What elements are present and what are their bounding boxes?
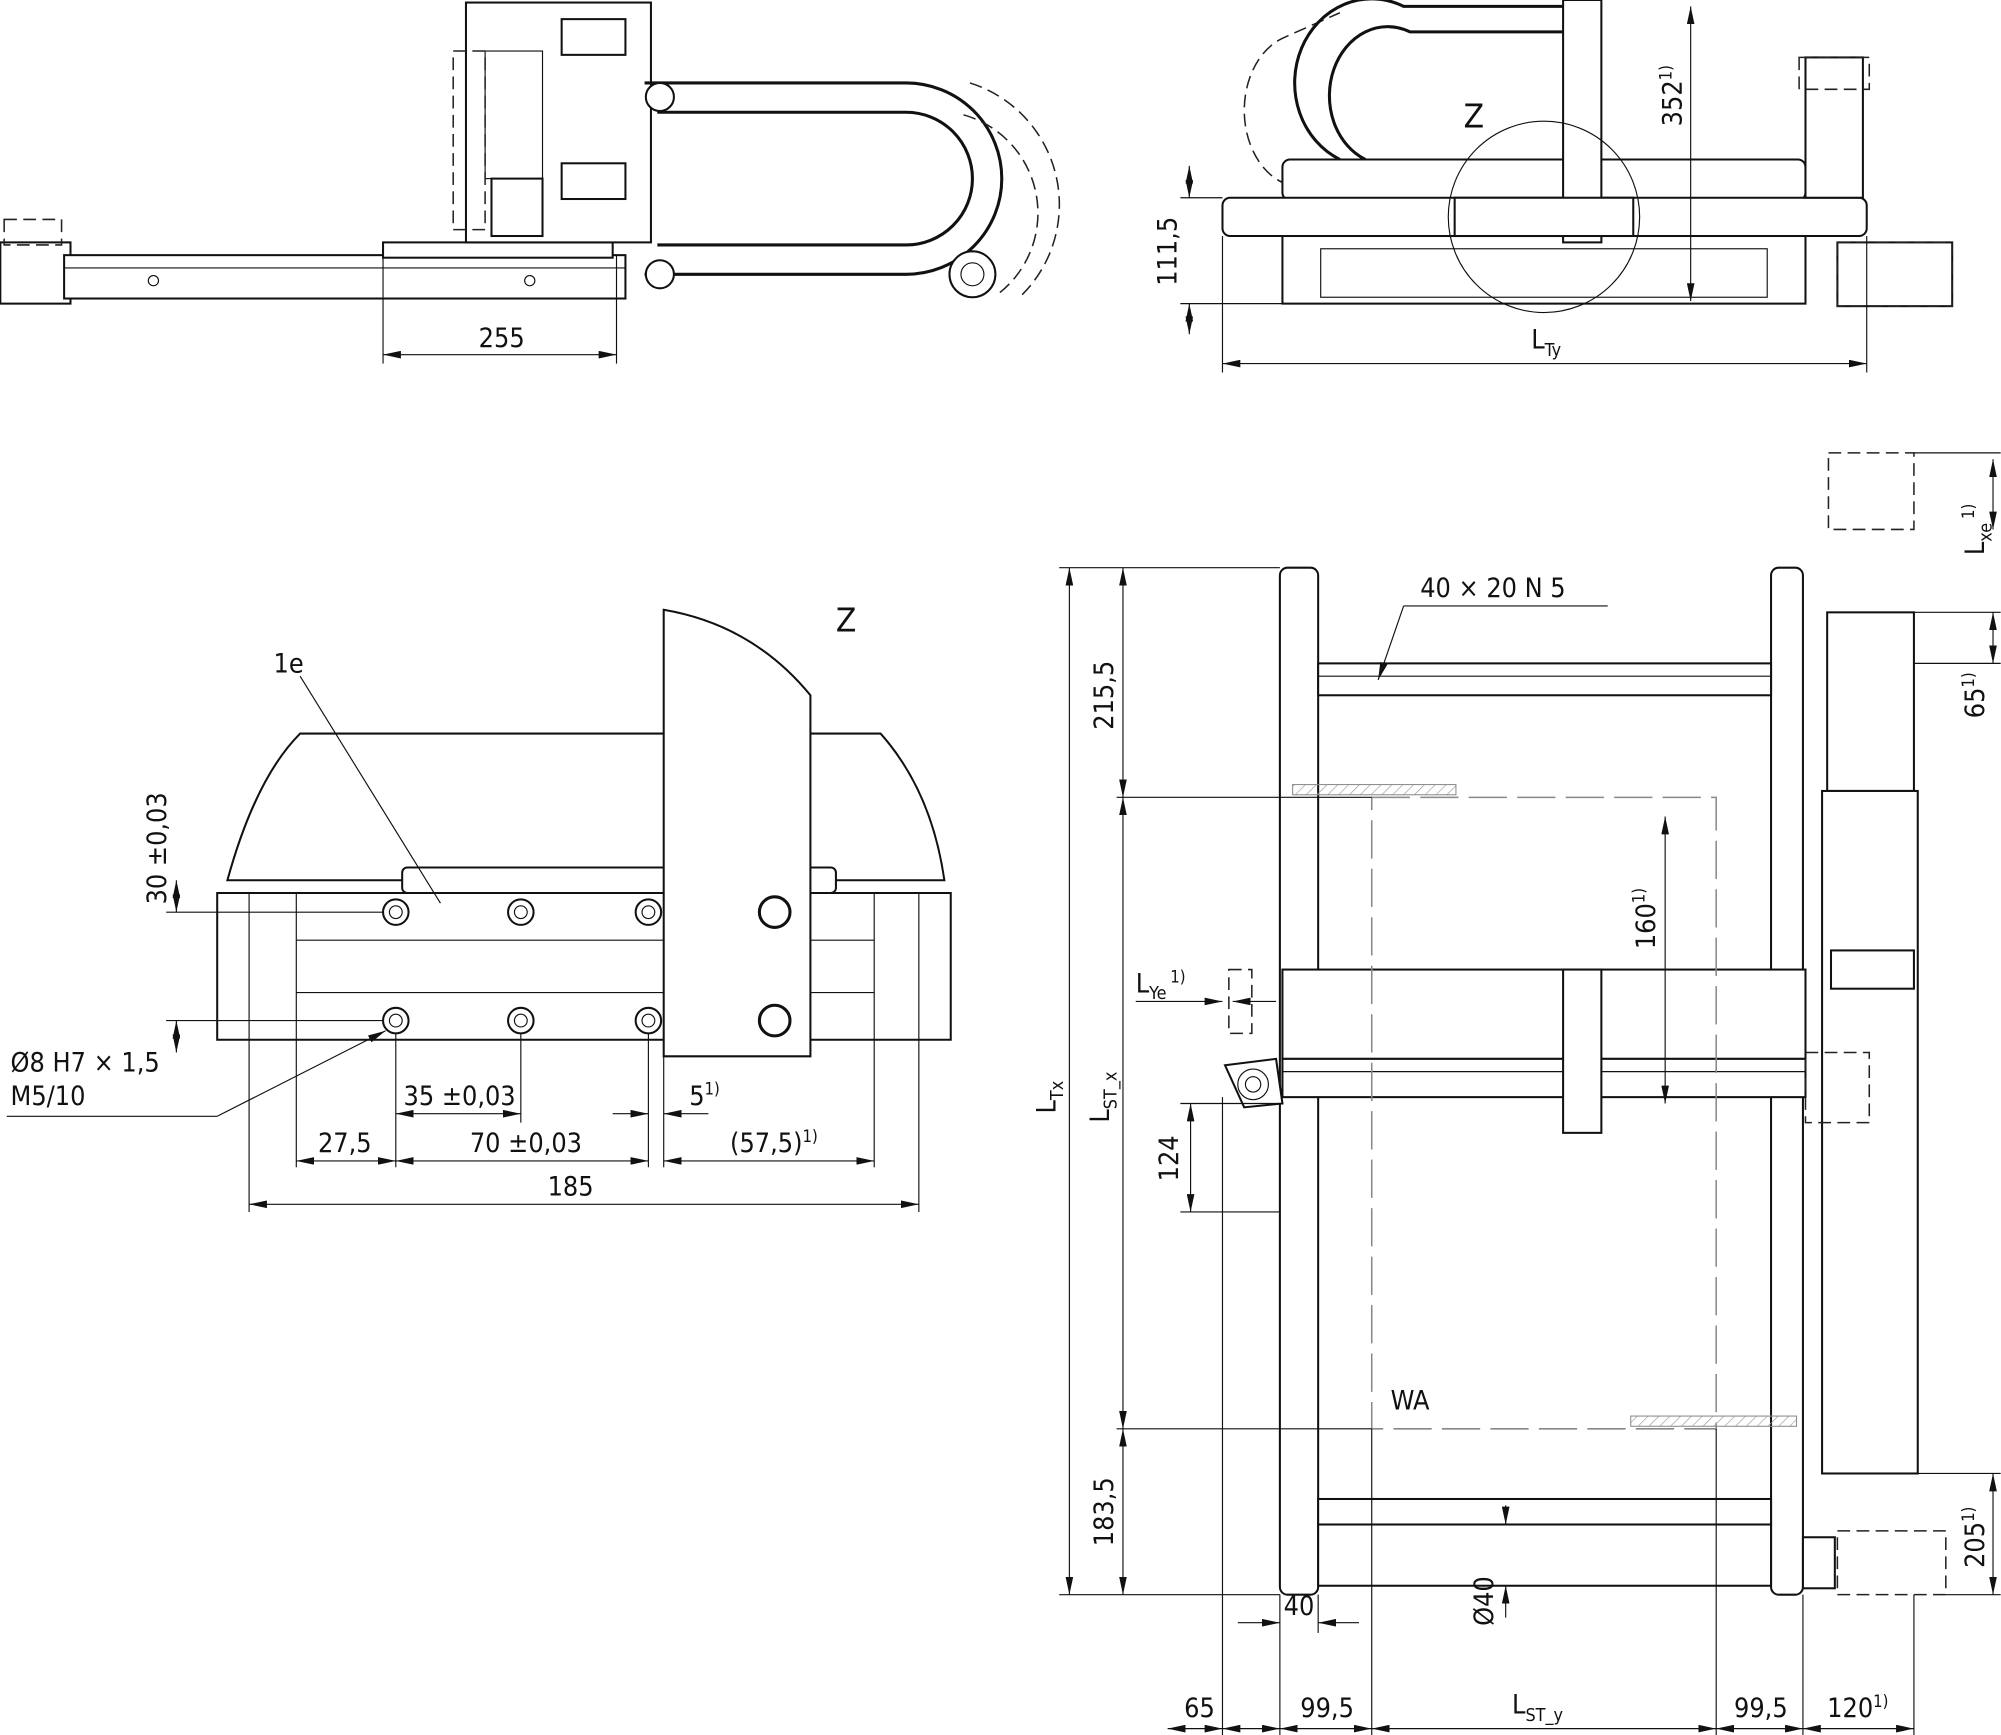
z-axis-carriage bbox=[1562, 968, 1603, 1134]
end-view: Z 111,5 3521) LTy bbox=[1153, 0, 1954, 373]
dim-215-5: 215,5 bbox=[1089, 661, 1120, 730]
dim-lxe: Lxe1) bbox=[1959, 504, 1997, 555]
dim-30: 30 ±0,03 bbox=[142, 792, 173, 904]
linear-rail bbox=[63, 254, 627, 300]
end-motor-block bbox=[0, 241, 72, 305]
z-plate bbox=[662, 608, 812, 1058]
dim-ltx: LTx bbox=[1031, 1081, 1068, 1114]
dim-lsty: LST_y bbox=[1512, 1689, 1563, 1726]
x-drive-panel bbox=[1821, 789, 1919, 1475]
work-area-label: WA bbox=[1391, 1386, 1430, 1417]
dim-27-5: 27,5 bbox=[318, 1128, 372, 1159]
dim-120: 1201) bbox=[1827, 1692, 1888, 1724]
carriage-plate bbox=[216, 891, 952, 1041]
gantry-beam bbox=[1281, 968, 1807, 1060]
dim-dia40: Ø40 bbox=[1469, 1576, 1500, 1626]
cable-chain bbox=[644, 81, 1004, 276]
work-area-outline bbox=[1370, 796, 1717, 1430]
cable-chain-alt-position bbox=[963, 114, 1039, 297]
dim-111-5: 111,5 bbox=[1153, 217, 1184, 286]
dim-lye: LYe1) bbox=[1136, 967, 1186, 1004]
dim-255: 255 bbox=[479, 323, 525, 354]
motor-icon bbox=[948, 250, 997, 299]
hex-bolt-icon bbox=[757, 895, 792, 929]
dim-lty: LTy bbox=[1531, 324, 1561, 361]
detail-z-label: Z bbox=[1464, 97, 1484, 136]
dim-352: 3521) bbox=[1657, 65, 1689, 126]
dim-185: 185 bbox=[548, 1171, 594, 1202]
y-motor bbox=[1223, 1057, 1284, 1109]
hex-bolt-icon bbox=[757, 1003, 792, 1038]
motor-outline bbox=[1836, 1530, 1947, 1596]
carriage-plate bbox=[382, 241, 614, 259]
top-view: WA 40 × 20 N 5 LTx 215,5 LST_x 183,5 124… bbox=[1031, 452, 2001, 1735]
detail-z-circle bbox=[1447, 120, 1641, 314]
bottom-crossbeam bbox=[1317, 1523, 1773, 1587]
dim-35: 35 ±0,03 bbox=[404, 1081, 516, 1112]
dim-65-bottom: 65 bbox=[1184, 1693, 1215, 1724]
dim-99-5-left: 99,5 bbox=[1300, 1693, 1354, 1724]
detail-z-title: Z bbox=[836, 600, 856, 639]
dim-183-5: 183,5 bbox=[1089, 1477, 1120, 1546]
dim-205: 2051) bbox=[1959, 1507, 1991, 1568]
dim-40: 40 bbox=[1284, 1591, 1315, 1622]
profile-label: 40 × 20 N 5 bbox=[1420, 573, 1565, 604]
dim-5: 51) bbox=[689, 1080, 720, 1112]
lxe-extension-outline bbox=[1827, 452, 1915, 531]
dim-57-5: (57,5)1) bbox=[730, 1127, 818, 1159]
detail-z-view: Z 1e 30 ±0,03 Ø8 H7 × 1,5 M5/10 35 ±0,03… bbox=[6, 600, 952, 1212]
dim-99-5-right: 99,5 bbox=[1734, 1693, 1788, 1724]
carriage-cover bbox=[226, 732, 946, 882]
dim-70: 70 ±0,03 bbox=[470, 1128, 582, 1159]
side-view: 255 bbox=[0, 1, 1061, 364]
y-motor bbox=[1804, 56, 1864, 199]
hole-spec-thread: M5/10 bbox=[11, 1081, 86, 1112]
callout-1e: 1e bbox=[274, 648, 304, 679]
cable-chain-alt-position bbox=[1243, 12, 1341, 186]
hole-spec-diameter: Ø8 H7 × 1,5 bbox=[11, 1048, 160, 1079]
dim-124: 124 bbox=[1154, 1135, 1185, 1181]
dim-lstx: LST_x bbox=[1085, 1072, 1122, 1123]
dim-65-right: 651) bbox=[1959, 672, 1991, 718]
top-crossbeam bbox=[1317, 662, 1773, 697]
dim-160: 1601) bbox=[1630, 888, 1662, 949]
